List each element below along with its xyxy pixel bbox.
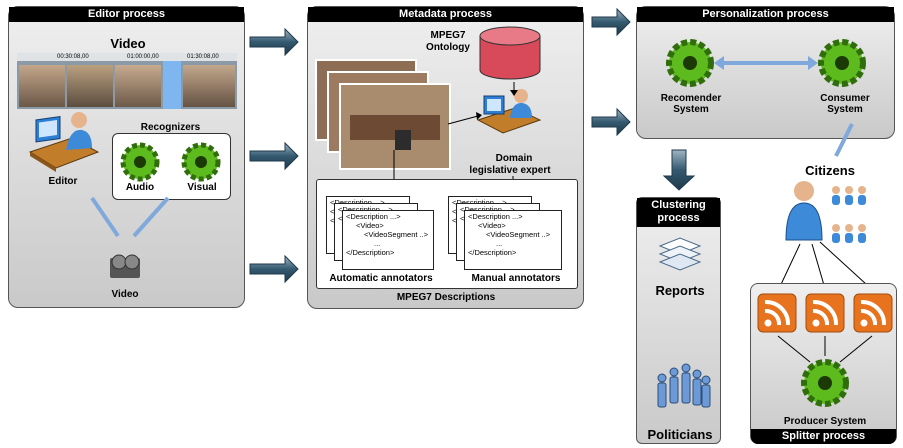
visual-label: Visual xyxy=(187,182,217,193)
mpeg7-descriptions-label: MPEG7 Descriptions xyxy=(396,292,496,303)
consumer-label-2: System xyxy=(827,104,863,115)
timecode-3: 01:30:08,00 xyxy=(187,54,219,60)
visual-gear-icon xyxy=(181,142,221,182)
database-icon xyxy=(479,26,541,80)
reports-icon xyxy=(658,237,702,271)
metadata-to-personalization-arrow-2 xyxy=(591,107,631,137)
personalization-to-clustering-arrow xyxy=(662,149,696,191)
editor-to-metadata-arrow-3 xyxy=(249,254,299,284)
parliament-video-frames xyxy=(315,59,451,170)
clustering-title-2: process xyxy=(657,212,700,224)
consumer-gear-icon xyxy=(818,39,866,87)
editor-person-icon xyxy=(28,112,100,172)
recommender-label-2: System xyxy=(673,104,709,115)
clustering-title-1: Clustering xyxy=(651,199,706,211)
consumer-citizens-arrow xyxy=(834,123,854,157)
audio-gear-icon xyxy=(120,142,160,182)
auto-doc-front: <Description ...> <Video> <VideoSegment … xyxy=(342,210,434,270)
video-label: Video xyxy=(110,36,146,51)
recognizers-label: Recognizers xyxy=(140,122,201,133)
metadata-process-title: Metadata process xyxy=(308,7,583,22)
reports-label: Reports xyxy=(655,283,705,298)
producer-system-label: Producer System xyxy=(783,416,867,427)
producer-to-rss-arrows xyxy=(777,335,873,363)
citizens-group-icon xyxy=(832,186,866,243)
expert-label-1: Domain xyxy=(495,153,533,164)
video-timeline: 00:30:08,00 01:00:00,00 01:30:08,00 xyxy=(17,53,237,109)
expert-person-icon xyxy=(476,89,542,134)
editor-to-metadata-arrow-1 xyxy=(249,27,299,57)
citizen-main-icon xyxy=(785,181,823,241)
metadata-to-personalization-arrow-1 xyxy=(591,7,631,37)
timecode-2: 01:00:00,00 xyxy=(127,54,159,60)
manual-annotators-label: Manual annotators xyxy=(471,273,561,284)
personalization-process-title: Personalization process xyxy=(637,7,894,22)
video-frame xyxy=(183,65,235,107)
splitter-process-title: Splitter process xyxy=(751,429,896,444)
politicians-icon xyxy=(657,363,711,408)
consumer-label-1: Consumer xyxy=(820,93,870,104)
ontology-label-1: MPEG7 xyxy=(430,30,466,41)
recommender-gear-icon xyxy=(666,39,714,87)
rss-feed-icon xyxy=(757,293,797,333)
audio-label: Audio xyxy=(125,182,155,193)
editor-label: Editor xyxy=(48,176,78,187)
manual-doc-front: <Description ...> <Video> <VideoSegment … xyxy=(464,210,562,270)
video-frame xyxy=(67,65,113,107)
rss-feed-icon xyxy=(805,293,845,333)
editor-process-title: Editor process xyxy=(9,7,244,22)
video-bottom-label: Video xyxy=(111,289,139,300)
video-selection xyxy=(163,61,181,109)
auto-annotators-label: Automatic annotators xyxy=(329,273,433,284)
recommender-label-1: Recomender xyxy=(660,93,722,104)
film-reel-icon xyxy=(110,254,140,278)
citizens-label: Citizens xyxy=(805,163,855,178)
clustering-title-bar: Clustering process xyxy=(637,198,720,227)
producer-gear-icon xyxy=(801,359,849,407)
ontology-label-2: Ontology xyxy=(426,42,470,53)
editor-to-metadata-arrow-2 xyxy=(249,141,299,171)
timecode-1: 00:30:08,00 xyxy=(57,54,89,60)
video-frame xyxy=(115,65,161,107)
politicians-label: Politicians xyxy=(647,427,713,442)
expert-label-2: legislative expert xyxy=(469,165,551,176)
recognizers-to-video-arrow xyxy=(132,196,170,238)
video-frame xyxy=(19,65,65,107)
editor-to-video-arrow xyxy=(90,196,120,238)
rss-feed-icon xyxy=(853,293,893,333)
